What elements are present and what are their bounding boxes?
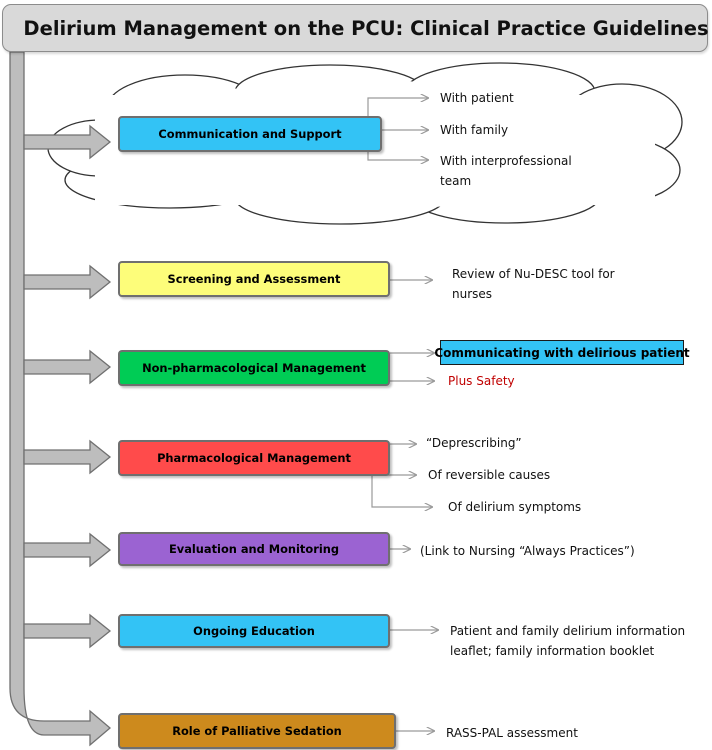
step-screening-label: Screening and Assessment <box>167 272 341 286</box>
page-title: Delirium Management on the PCU: Clinical… <box>23 16 709 40</box>
outcome-reversible-causes: Of reversible causes <box>428 468 551 482</box>
outcome-education-line1: Patient and family delirium information <box>450 624 686 638</box>
step-evaluation-label: Evaluation and Monitoring <box>169 542 339 556</box>
outcome-connectors <box>367 98 438 731</box>
outcome-always-practices: (Link to Nursing “Always Practices”) <box>420 544 635 558</box>
step-sedation-label: Role of Palliative Sedation <box>172 724 342 738</box>
step-pharm-label: Pharmacological Management <box>157 451 351 465</box>
outcome-with-patient: With patient <box>440 91 514 105</box>
step-communication-label: Communication and Support <box>158 127 342 141</box>
outcome-delirium-symptoms: Of delirium symptoms <box>448 500 582 514</box>
timeline-spine <box>9 51 112 747</box>
step-sedation-box: Role of Palliative Sedation <box>118 713 396 749</box>
step-evaluation-box: Evaluation and Monitoring <box>118 532 390 566</box>
step-nonpharm-box: Non-pharmacological Management <box>118 350 390 386</box>
outcome-nudesc-nurses: nurses <box>452 287 493 301</box>
step-nonpharm-label: Non-pharmacological Management <box>142 361 366 375</box>
outcome-education-line2: leaflet; family information booklet <box>450 644 655 658</box>
outcome-rass-pal: RASS-PAL assessment <box>446 726 578 740</box>
outcome-deprescribing: “Deprescribing” <box>426 436 522 450</box>
outcome-with-interprofessional: With interprofessional <box>440 154 572 168</box>
title-bar: Delirium Management on the PCU: Clinical… <box>2 4 709 52</box>
outcome-team: team <box>440 174 472 188</box>
step-arrows <box>23 124 112 649</box>
step-education-label: Ongoing Education <box>193 624 315 638</box>
outcome-communicating-delirious-box: Communicating with delirious patient <box>434 340 690 365</box>
outcome-with-family: With family <box>440 123 509 137</box>
step-education-box: Ongoing Education <box>118 614 390 648</box>
step-screening-box: Screening and Assessment <box>118 261 390 297</box>
step-pharm-box: Pharmacological Management <box>118 440 390 476</box>
outcome-plus-safety: Plus Safety <box>448 374 515 388</box>
step-communication-box: Communication and Support <box>118 116 382 152</box>
outcome-nudesc-review: Review of Nu-DESC tool for <box>452 267 615 281</box>
outcome-communicating-delirious: Communicating with delirious patient <box>434 345 690 360</box>
